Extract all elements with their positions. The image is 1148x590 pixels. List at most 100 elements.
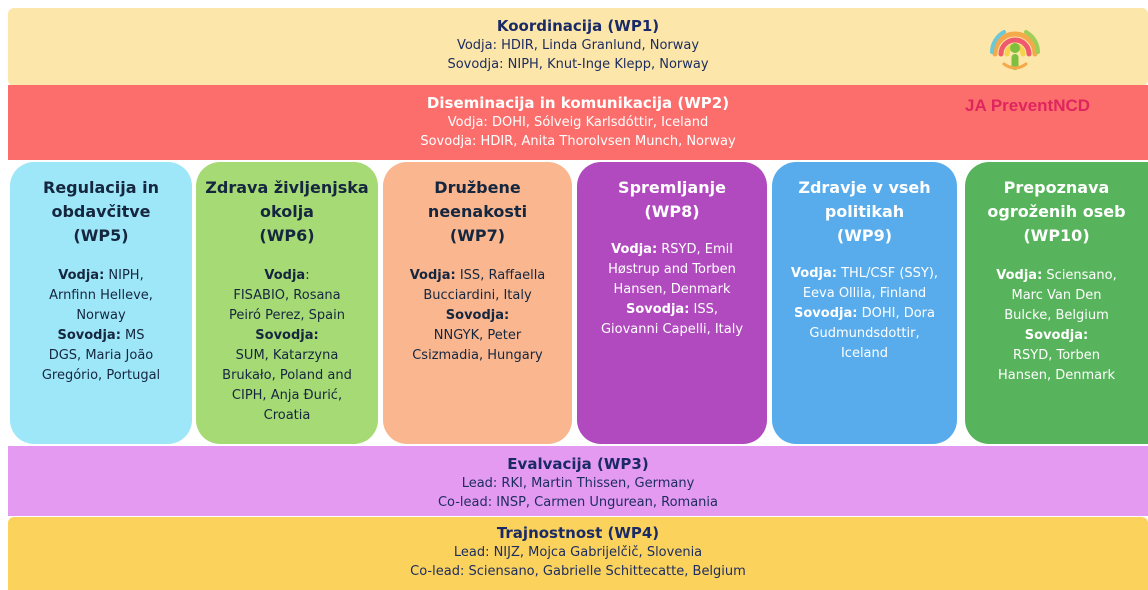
wp5-title-line: (WP5) xyxy=(73,226,129,245)
wp10-title-line: ogroženih oseb xyxy=(987,202,1126,221)
body-text: Csizmadia, Hungary xyxy=(412,348,543,363)
wp9-body-line: Vodja: THL/CSF (SSY), xyxy=(778,264,951,284)
wp2-colead: Sovodja: HDIR, Anita Thorolvsen Munch, N… xyxy=(420,134,736,149)
wp4-colead: Co-lead: Sciensano, Gabrielle Schittecat… xyxy=(410,564,746,579)
body-text: Gudmundsdottir, xyxy=(809,326,920,341)
body-text: DOHI, Dora xyxy=(857,306,935,321)
wp10-body-line: Vodja: Sciensano, xyxy=(971,266,1142,286)
wp7-title-line: neenakosti xyxy=(427,202,528,221)
body-text: Norway xyxy=(76,308,126,323)
wp6-column: Zdrava življenjska okolja (WP6) Vodja:FISA… xyxy=(196,162,378,444)
wp10-body-line: Marc Van Den xyxy=(971,286,1142,306)
wp4-lead: Lead: NIJZ, Mojca Gabrijelčič, Slovenia xyxy=(453,545,703,560)
role-label: Vodja: xyxy=(409,268,456,283)
wp10-title-line: Prepoznava xyxy=(1003,178,1110,197)
body-text: Marc Van Den xyxy=(1011,288,1102,303)
wp5-body-line: Vodja: NIPH, xyxy=(16,266,186,286)
wp8-body-line: Sovodja: ISS, xyxy=(583,300,761,320)
wp10-body-line: Sovodja: xyxy=(971,326,1142,346)
wp5-body-line: Arnfinn Helleve, xyxy=(16,286,186,306)
body-text: Croatia xyxy=(263,408,311,423)
wp9-title-line: politikah xyxy=(824,202,905,221)
body-text: RSYD, Torben xyxy=(1012,348,1101,363)
wp7-title-line: (WP7) xyxy=(449,226,506,245)
body-text: SUM, Katarzyna xyxy=(235,348,339,363)
wp5-title-line: obdavčitve xyxy=(51,202,151,221)
wp3-title: Evalvacija (WP3) xyxy=(507,455,649,473)
wp8-body-line: Hansen, Denmark xyxy=(583,280,761,300)
wp9-body-line: Gudmundsdottir, xyxy=(778,324,951,344)
body-text: Hansen, Denmark xyxy=(613,282,731,297)
wp3-evaluation-band: Evalvacija (WP3) Lead: RKI, Martin Thiss… xyxy=(8,446,1148,516)
role-label: Vodja xyxy=(264,268,306,283)
wp9-body: Vodja: THL/CSF (SSY), Eeva Ollila, Finlan… xyxy=(778,264,951,364)
wp7-body-line: Vodja: ISS, Raffaella xyxy=(389,266,566,286)
wp1-lead: Vodja: HDIR, Linda Granlund, Norway xyxy=(456,38,700,53)
body-text: ISS, xyxy=(689,302,719,317)
body-text: Gregório, Portugal xyxy=(41,368,161,383)
role-label: Vodja: xyxy=(996,268,1043,283)
wp5-body-line: DGS, Maria João xyxy=(16,346,186,366)
wp7-column: Družbene neenakosti (WP7) Vodja: ISS, Raff… xyxy=(383,162,572,444)
wp2-lead: Vodja: DOHI, Sólveig Karlsdóttir, Icelan… xyxy=(447,115,709,130)
body-text: Hansen, Denmark xyxy=(997,368,1115,383)
wp6-body-line: Brukało, Poland and xyxy=(202,366,372,386)
body-text: Sciensano, xyxy=(1042,268,1117,283)
wp3-colead: Co-lead: INSP, Carmen Ungurean, Romania xyxy=(437,495,719,510)
wp7-body-line: Sovodja: xyxy=(389,306,566,326)
wp7-title-line: Družbene xyxy=(434,178,521,197)
wp6-body-line: SUM, Katarzyna xyxy=(202,346,372,366)
wp6-body-line: CIPH, Anja Đurić, xyxy=(202,386,372,406)
wp6-title-line: Zdrava življenjska xyxy=(205,178,369,197)
role-label: Sovodja: xyxy=(625,302,690,317)
wp1-coordination-band: Koordinacija (WP1) Vodja: HDIR, Linda Gr… xyxy=(8,8,1148,86)
body-text: Høstrup and Torben xyxy=(608,262,736,277)
body-text: ISS, Raffaella xyxy=(455,268,546,283)
wp5-title-line: Regulacija in xyxy=(43,178,159,197)
wp1-colead: Sovodja: NIPH, Knut-Inge Klepp, Norway xyxy=(447,57,709,72)
body-text: Arnfinn Helleve, xyxy=(49,288,153,303)
role-label: Vodja: xyxy=(790,266,837,281)
role-label: Sovodja: xyxy=(1024,328,1089,343)
wp5-title: Regulacija in obdavčitve (WP5) xyxy=(16,176,186,248)
body-text: MS xyxy=(120,328,145,343)
wp5-body-line: Sovodja: MS xyxy=(16,326,186,346)
body-text: NNGYK, Peter xyxy=(433,328,522,343)
wp9-title-line: (WP9) xyxy=(836,226,893,245)
wp1-title: Koordinacija (WP1) xyxy=(496,17,660,35)
role-label: Sovodja: xyxy=(57,328,121,343)
role-label: Sovodja: xyxy=(445,308,510,323)
wp6-body-line: Croatia xyxy=(202,406,372,426)
wp10-body-line: Bulcke, Belgium xyxy=(971,306,1142,326)
body-text: : xyxy=(305,268,310,283)
wp3-lead: Lead: RKI, Martin Thissen, Germany xyxy=(461,476,695,491)
body-text: Brukało, Poland and xyxy=(222,368,352,383)
wp8-body-line: Giovanni Capelli, Italy xyxy=(583,320,761,340)
wp5-column: Regulacija in obdavčitve (WP5) Vodja: NIPH… xyxy=(10,162,192,444)
role-label: Vodja: xyxy=(611,242,658,257)
body-text: Bucciardini, Italy xyxy=(423,288,532,303)
body-text: CIPH, Anja Đurić, xyxy=(231,388,343,403)
wp6-title-line: (WP6) xyxy=(259,226,315,245)
body-text: RSYD, Emil xyxy=(657,242,733,257)
wp8-title: Spremljanje(WP8) xyxy=(583,176,761,224)
body-text: Iceland xyxy=(840,346,889,361)
wp9-body-line: Eeva Ollila, Finland xyxy=(778,284,951,304)
body-text: Bulcke, Belgium xyxy=(1004,308,1109,323)
wp7-title: Družbene neenakosti (WP7) xyxy=(389,176,566,248)
role-label: Sovodja: xyxy=(794,306,858,321)
wp6-title-line: okolja xyxy=(260,202,314,221)
wp7-body-line: Bucciardini, Italy xyxy=(389,286,566,306)
wp5-body-line: Gregório, Portugal xyxy=(16,366,186,386)
wp10-body-line: Hansen, Denmark xyxy=(971,366,1142,386)
body-text: Eeva Ollila, Finland xyxy=(802,286,927,301)
role-label: Vodja: xyxy=(58,268,105,283)
wp9-body-line: Sovodja: DOHI, Dora xyxy=(778,304,951,324)
